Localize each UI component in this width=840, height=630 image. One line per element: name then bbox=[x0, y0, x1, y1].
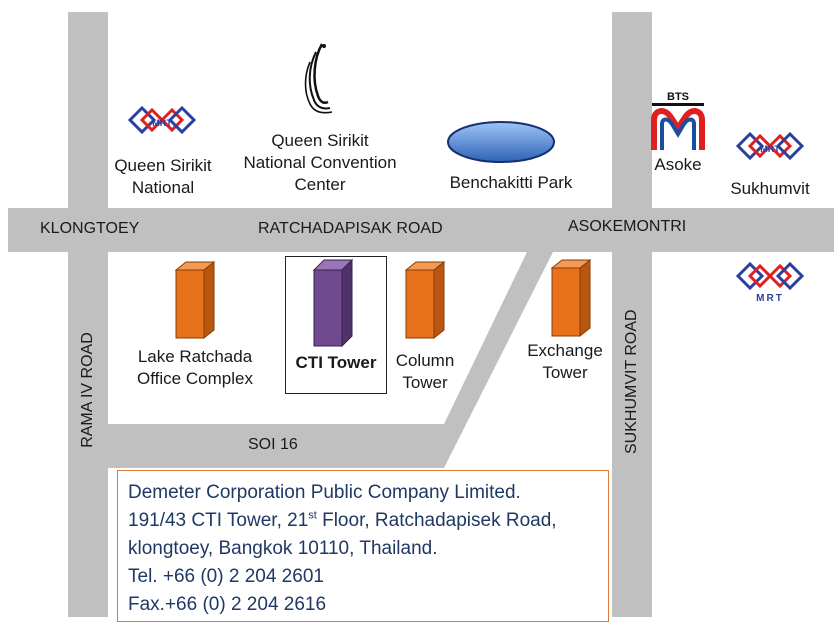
lake-ratchada-label: Lake Ratchada Office Complex bbox=[137, 347, 253, 388]
column-tower-building-icon bbox=[404, 260, 446, 340]
rama-iv-road bbox=[68, 252, 108, 617]
soi-16-road bbox=[108, 424, 444, 468]
bts-brand-text: BTS bbox=[667, 91, 689, 103]
park-lake-icon bbox=[447, 121, 555, 163]
klongtoey-road-vertical bbox=[68, 12, 108, 208]
sukhumvit-road bbox=[612, 252, 652, 617]
address-street: 191/43 CTI Tower, 21st Floor, Ratchadapi… bbox=[128, 509, 557, 531]
benchakitti-park-label: Benchakitti Park bbox=[449, 173, 573, 192]
cti-tower-highlight-frame bbox=[285, 256, 387, 394]
mrt-brand-text: MRT bbox=[152, 118, 172, 128]
mrt-brand-text: MRT bbox=[756, 293, 784, 304]
lake-ratchada-building-icon bbox=[174, 260, 216, 340]
queen-sirikit-station-name: Queen Sirikit National bbox=[114, 156, 212, 197]
asok-road-upper bbox=[612, 12, 652, 208]
ratchadapisak-road bbox=[8, 208, 834, 252]
sukhumvit-station-name: Sukhumvit bbox=[730, 179, 810, 198]
soi-16-label: SOI 16 bbox=[248, 436, 298, 453]
convention-center-logo-icon bbox=[304, 43, 333, 114]
exchange-tower-building-icon bbox=[550, 258, 592, 338]
fax: Fax.+66 (0) 2 204 2616 bbox=[128, 594, 327, 615]
convention-center-name: Queen Sirikit National Convention Center bbox=[243, 131, 397, 194]
bts-logo-icon: BTS bbox=[651, 91, 705, 150]
asoke-station-name: Asoke bbox=[654, 155, 702, 174]
cti-tower-building-icon bbox=[312, 258, 354, 348]
column-tower-label: Column Tower bbox=[395, 351, 455, 392]
cti-tower-label: CTI Tower bbox=[295, 353, 377, 372]
address-box: Demeter Corporation Public Company Limit… bbox=[117, 470, 609, 622]
asokemontri-label: ASOKEMONTRI bbox=[568, 218, 687, 235]
mrt-brand-text: MRT bbox=[760, 144, 780, 154]
telephone: Tel. +66 (0) 2 204 2601 bbox=[128, 566, 324, 587]
mrt-logo-icon: MRT bbox=[127, 105, 197, 135]
rama-iv-road-label: RAMA IV ROAD bbox=[79, 332, 96, 448]
address-city: klongtoey, Bangkok 10110, Thailand. bbox=[128, 538, 438, 559]
ratchadapisak-road-label: RATCHADAPISAK ROAD bbox=[258, 220, 443, 237]
sukhumvit-road-label: SUKHUMVIT ROAD bbox=[623, 309, 640, 454]
klongtoey-label: KLONGTOEY bbox=[40, 220, 140, 237]
exchange-tower-label: Exchange Tower bbox=[527, 341, 603, 382]
mrt-logo-icon: MRT bbox=[735, 261, 805, 304]
mrt-logo-icon: MRT bbox=[735, 131, 805, 161]
company-name: Demeter Corporation Public Company Limit… bbox=[128, 482, 521, 503]
